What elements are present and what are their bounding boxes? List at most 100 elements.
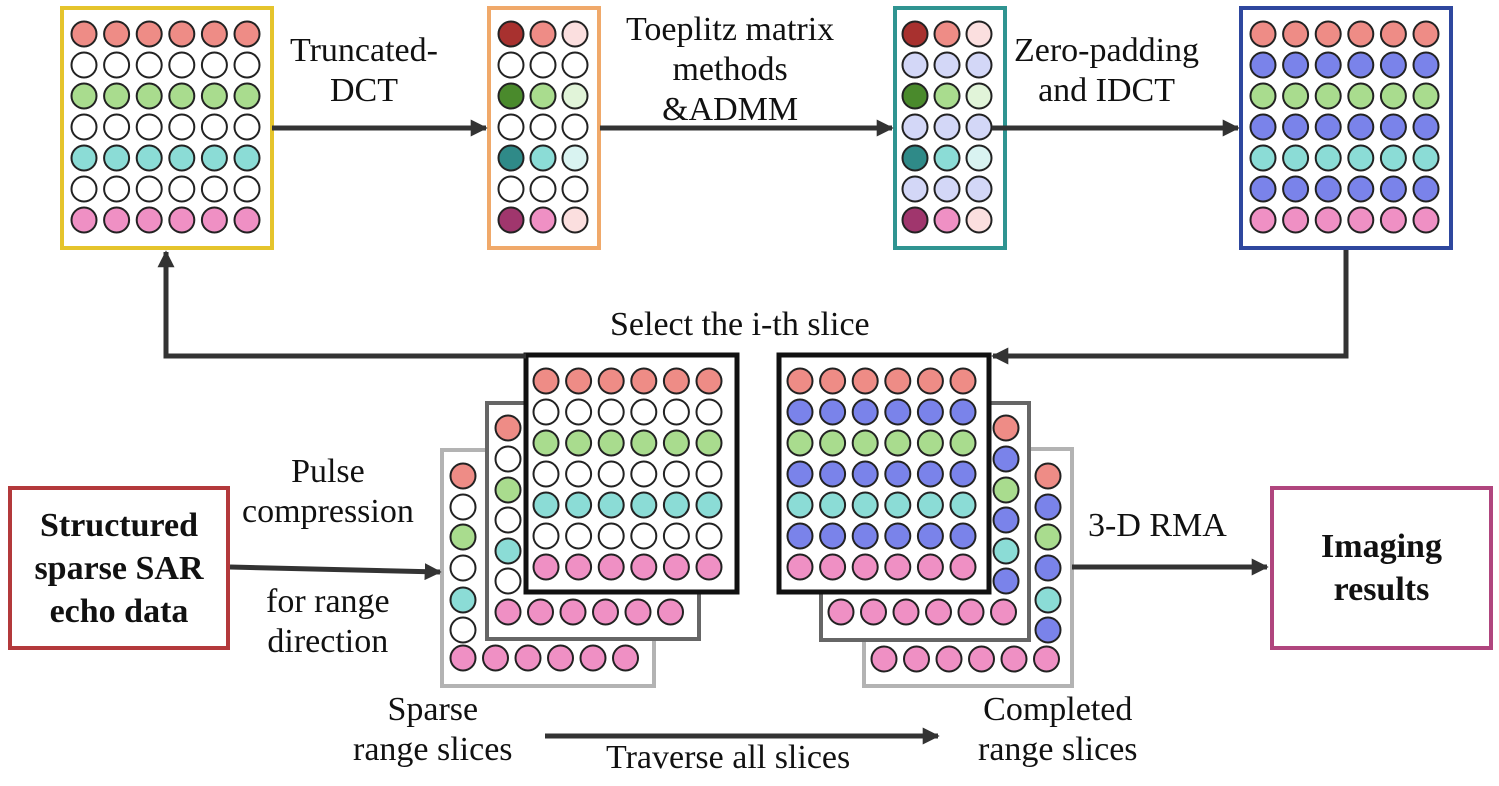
dct-input-matrix-cell (168, 113, 196, 141)
idct-output-matrix-cell (1314, 20, 1342, 48)
completed-slice-front-cell (786, 398, 814, 426)
completed-slice-mid-cell (860, 598, 887, 626)
completed-slice-mid-cell (925, 598, 952, 626)
completed-slice-front-cell (786, 553, 814, 581)
dct-input-matrix-cell (103, 20, 131, 48)
dct-input-matrix-cell (135, 20, 163, 48)
idct-output-matrix-cell (1282, 20, 1310, 48)
completed-slice-back-cell (1034, 493, 1062, 521)
sparse-slice-front-cell (565, 553, 593, 581)
dct-input-matrix-cell (200, 113, 228, 141)
completed-slice-front-cell (851, 398, 879, 426)
sparse-slice-front-cell (597, 398, 625, 426)
range-direction-line-2: direction (267, 623, 389, 660)
idct-output-matrix-cell (1379, 175, 1407, 203)
dct-input-matrix-cell (200, 206, 228, 234)
sparse-slice-mid-cell (494, 476, 522, 504)
recovered-matrix-cell (965, 51, 993, 79)
sparse-slice-mid-cell (527, 598, 554, 626)
idct-output-matrix-cell (1412, 20, 1440, 48)
completed-slice-front-cell (916, 460, 944, 488)
truncated-dct-matrix-cell (529, 175, 557, 203)
completed-slice-back-cell (1034, 616, 1062, 644)
idct-output-matrix-cell (1412, 206, 1440, 234)
sparse-slice-back-cell (449, 493, 477, 521)
pulse-compression-line-2: compression (242, 493, 414, 530)
idct-output-matrix-cell (1314, 206, 1342, 234)
completed-slice-front-cell (884, 491, 912, 519)
sparse-slice-mid-cell (592, 598, 619, 626)
recovered-matrix-cell (933, 206, 961, 234)
truncated-dct-matrix-cell (497, 82, 525, 110)
recovered-matrix-cell (901, 144, 929, 172)
completed-slice-back-cell (1034, 554, 1062, 582)
idct-output-matrix-cell (1249, 82, 1277, 110)
truncated-dct-matrix-cell (529, 144, 557, 172)
sparse-slice-back-cell (514, 644, 542, 672)
completed-slice-front-cell (851, 553, 879, 581)
recovered-matrix-cell (933, 51, 961, 79)
idct-output-matrix-cell (1379, 113, 1407, 141)
idct-output-matrix-cell (1347, 82, 1375, 110)
completed-slice-front-cell (949, 553, 977, 581)
sparse-slices-line-1: Sparse (387, 691, 479, 728)
completed-slice-front-cell (884, 553, 912, 581)
recovered-matrix-cell (933, 175, 961, 203)
sparse-slice-front-cell (597, 522, 625, 550)
completed-slice-front-cell (819, 522, 847, 550)
recovered-matrix-cell (933, 113, 961, 141)
sparse-slice-front (523, 352, 740, 595)
pulse-compression-line-1: Pulse (291, 453, 365, 490)
sparse-slice-front-cell (695, 429, 723, 457)
completed-slice-front-cell (884, 429, 912, 457)
recovered-matrix-cell (901, 20, 929, 48)
completed-slice-back-cell (1000, 645, 1028, 673)
recovered-matrix-cell (901, 206, 929, 234)
dct-input-matrix-cell (103, 113, 131, 141)
truncated-dct-matrix-cell (561, 82, 589, 110)
arrow-return-to-slices (991, 250, 1349, 365)
recovered-matrix-cell (965, 82, 993, 110)
completed-slice-mid-cell (957, 598, 985, 626)
dct-input-matrix-cell (70, 82, 98, 110)
truncated-dct-matrix-cell (497, 175, 525, 203)
dct-input-matrix-cell (103, 175, 131, 203)
sparse-slices-line-2: range slices (353, 731, 513, 768)
completed-slices-line-1: Completed (983, 691, 1133, 728)
sparse-slice-front-cell (630, 398, 658, 426)
sparse-slice-front-cell (662, 522, 690, 550)
recovered-matrix-cell (965, 144, 993, 172)
dct-input-matrix-cell (168, 51, 196, 79)
dct-input-matrix-cell (103, 82, 131, 110)
completed-slice-front-cell (851, 429, 879, 457)
sparse-slice-front-cell (662, 398, 690, 426)
completed-slice-front-cell (916, 553, 944, 581)
imaging-results-box: Imaging results (1270, 486, 1493, 650)
dct-input-matrix-cell (103, 144, 131, 172)
sparse-slice-front-cell (630, 367, 658, 395)
sparse-slice-mid-cell (494, 567, 522, 595)
sparse-slice-back-cell (547, 644, 574, 672)
dct-input-matrix-cell (70, 113, 98, 141)
dct-input-matrix-cell (70, 20, 98, 48)
idct-output-matrix-cell (1282, 82, 1310, 110)
truncated-dct-matrix-cell (529, 206, 557, 234)
completed-slice-front-cell (819, 429, 847, 457)
truncated-dct-line-1: Truncated- (290, 32, 438, 69)
sparse-slice-front-cell (532, 522, 560, 550)
recovered-matrix-cell (933, 144, 961, 172)
sparse-slice-front-cell (532, 491, 560, 519)
completed-slices-line-2: range slices (978, 731, 1138, 768)
sparse-slice-front-cell (662, 553, 690, 581)
sparse-slice-front-cell (695, 460, 723, 488)
truncated-dct-line-2: DCT (329, 72, 398, 109)
sparse-slice-front-cell (662, 491, 690, 519)
completed-slice-front-cell (786, 367, 814, 395)
completed-slice-front-cell (884, 522, 912, 550)
truncated-dct-matrix-cell (561, 206, 589, 234)
completed-slice-front-cell (949, 491, 977, 519)
idct-output-matrix-cell (1282, 51, 1310, 79)
recovered-matrix-cell (965, 175, 993, 203)
truncated-dct-matrix-cell (561, 113, 589, 141)
idct-output-matrix-cell (1347, 51, 1375, 79)
